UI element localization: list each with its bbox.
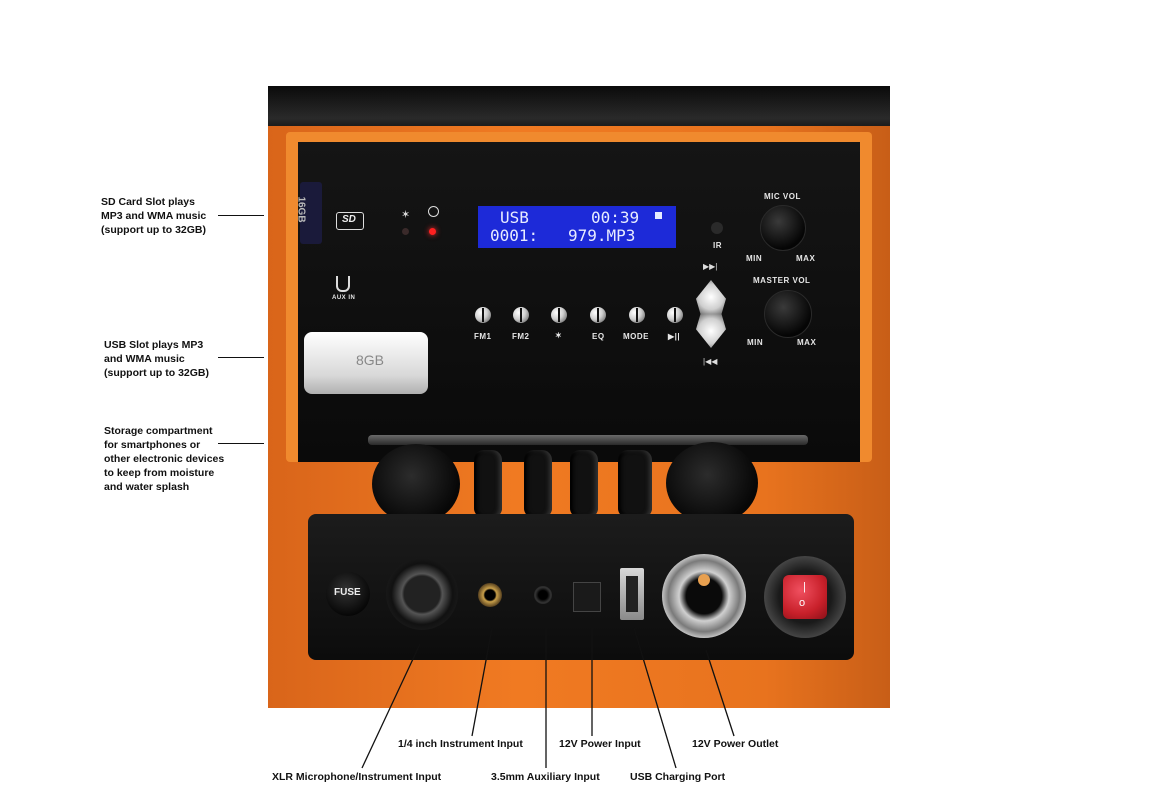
aux-plug-cap <box>524 450 552 518</box>
speaker-device: 16GB SD ✶ USB 00:39 0001: 979.MP3 IR MIC… <box>268 86 890 708</box>
lock-icon <box>655 212 662 219</box>
mic-vol-min: MIN <box>746 254 763 263</box>
play-pause-button[interactable] <box>667 307 683 323</box>
master-vol-max: MAX <box>797 338 817 347</box>
callout-usb-slot: USB Slot plays MP3 and WMA music (suppor… <box>104 339 209 379</box>
callout-xlr-input: XLR Microphone/Instrument Input <box>272 771 442 783</box>
callout-sd-card: SD Card Slot plays MP3 and WMA music (su… <box>101 196 207 236</box>
sd-logo-icon: SD <box>336 212 364 230</box>
bluetooth-icon: ✶ <box>555 331 563 340</box>
eq-label: EQ <box>592 332 605 341</box>
leader-sd-card <box>218 215 264 217</box>
instrument-jack[interactable] <box>478 583 502 607</box>
lcd-source: USB <box>500 208 529 227</box>
fm1-label: FM1 <box>474 332 492 341</box>
power-led <box>429 228 436 235</box>
lid-edge <box>268 86 890 132</box>
aux-in-label: AUX IN <box>332 295 356 301</box>
callout-instrument-input: 1/4 inch Instrument Input <box>398 738 523 750</box>
callout-power-input: 12V Power Input <box>559 738 641 750</box>
callout-aux-input: 3.5mm Auxiliary Input <box>491 771 600 783</box>
mic-vol-knob[interactable] <box>760 205 806 251</box>
eq-button[interactable] <box>590 307 606 323</box>
callout-usb-charging: USB Charging Port <box>630 771 726 783</box>
fuse-label: FUSE <box>334 587 361 598</box>
mode-button[interactable] <box>629 307 645 323</box>
leader-usb-slot <box>218 357 264 359</box>
xlr-combo-jack[interactable] <box>386 558 458 630</box>
usb-charging-port[interactable] <box>620 568 644 620</box>
lcd-time: 00:39 <box>591 208 640 227</box>
ir-sensor <box>711 222 723 234</box>
fm1-button[interactable] <box>475 307 491 323</box>
aux-jack[interactable] <box>534 586 552 604</box>
fuse-holder[interactable]: FUSE <box>326 572 370 616</box>
xlr-plug-cap <box>372 444 460 524</box>
aux-in-icon <box>336 276 350 292</box>
play-pause-icon: ▶|| <box>668 332 681 341</box>
fm2-button[interactable] <box>513 307 529 323</box>
usb-plug-cap <box>618 450 652 518</box>
bluetooth-button[interactable] <box>551 307 567 323</box>
callout-storage: Storage compartment for smartphones or o… <box>104 425 225 493</box>
power-outlet[interactable] <box>662 554 746 638</box>
leader-storage <box>218 443 264 445</box>
lcd-track-number: 0001: <box>490 226 539 245</box>
mode-label: MODE <box>623 332 649 341</box>
mic-vol-max: MAX <box>796 254 816 263</box>
master-vol-label: MASTER VOL <box>753 276 811 285</box>
prev-track-icon: |◀◀ <box>703 357 718 366</box>
bluetooth-icon: ✶ <box>401 209 411 221</box>
ir-label: IR <box>713 241 722 250</box>
callout-power-outlet: 12V Power Outlet <box>692 738 779 750</box>
master-vol-min: MIN <box>747 338 764 347</box>
instrument-plug-cap <box>474 450 502 518</box>
control-panel: 16GB SD ✶ USB 00:39 0001: 979.MP3 IR MIC… <box>296 142 860 462</box>
mic-vol-label: MIC VOL <box>764 192 801 201</box>
power-switch[interactable]: | o <box>764 556 846 638</box>
outlet-plug-cap <box>666 442 758 524</box>
sd-card[interactable]: 16GB <box>296 182 322 244</box>
bluetooth-led <box>402 228 409 235</box>
lcd-display: USB 00:39 0001: 979.MP3 <box>478 206 676 248</box>
usb-stick-label: 8GB <box>356 352 385 368</box>
lcd-filename: 979.MP3 <box>568 226 636 245</box>
master-vol-knob[interactable] <box>764 290 812 338</box>
storage-compartment <box>368 435 808 445</box>
power-icon <box>428 206 439 217</box>
power-in-plug-cap <box>570 450 598 518</box>
power-input-jack[interactable] <box>573 582 601 612</box>
fm2-label: FM2 <box>512 332 530 341</box>
next-track-icon: ▶▶| <box>703 262 718 271</box>
usb-stick[interactable]: 8GB <box>304 332 428 394</box>
